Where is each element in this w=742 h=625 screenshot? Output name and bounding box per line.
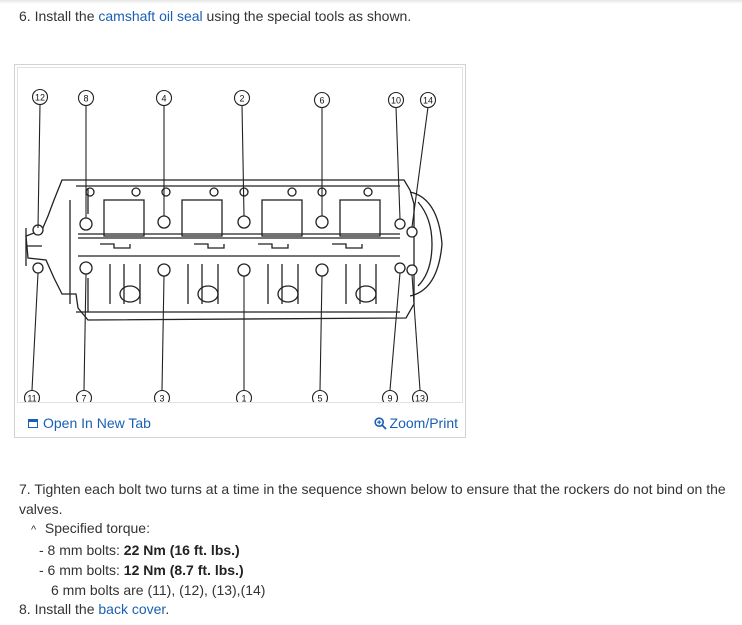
- callout-label: 8: [83, 94, 88, 104]
- callout-9: [381, 389, 399, 402]
- callout-label: 4: [161, 94, 166, 104]
- callout-5: [311, 389, 329, 402]
- callout-label: 1: [241, 394, 246, 403]
- torque-heading-row: ^ Specified torque:: [31, 518, 265, 540]
- torque-note: 6 mm bolts are (11), (12), (13),(14): [51, 582, 266, 598]
- external-window-icon: [28, 418, 38, 428]
- callout-14: [419, 91, 437, 109]
- torque-item-8mm: - 8 mm bolts: 22 Nm (16 ft. lbs.): [39, 542, 240, 558]
- callout-4: [155, 89, 173, 107]
- callout-13: [411, 389, 429, 402]
- torque-value: 12 Nm (8.7 ft. lbs.): [123, 562, 244, 578]
- callout-1: [235, 389, 253, 402]
- cylinder-head-drawing: [25, 179, 443, 321]
- callout-3: [153, 389, 171, 402]
- callout-10: [387, 91, 405, 109]
- callout-label: 14: [423, 96, 433, 106]
- callout-label: 10: [391, 96, 401, 106]
- callout-6: [313, 91, 331, 109]
- figure-image-frame: 12 8 4 2 6 10 14 11 7 3 1 5 9 13: [17, 67, 463, 403]
- camshaft-oil-seal-link[interactable]: camshaft oil seal: [98, 8, 203, 24]
- bolt-sequence-diagram[interactable]: 12 8 4 2 6 10 14 11 7 3 1 5 9 13: [18, 68, 462, 402]
- step-6-text: 6. Install the camshaft oil seal using t…: [19, 8, 412, 24]
- torque-item-6mm: - 6 mm bolts: 12 Nm (8.7 ft. lbs.): [39, 562, 244, 578]
- callout-label: 5: [317, 394, 322, 403]
- callout-label: 3: [159, 394, 164, 403]
- zoom-print-button[interactable]: Zoom/Print: [373, 415, 458, 431]
- callout-label: 7: [81, 394, 86, 403]
- callout-11: [23, 389, 41, 402]
- top-callouts: [31, 88, 437, 109]
- callout-label: 6: [319, 96, 324, 106]
- torque-heading: Specified torque:: [44, 520, 150, 536]
- callout-label: 12: [35, 93, 45, 103]
- caret-up-icon: ^: [31, 524, 37, 536]
- step-8-text: 8. Install the back cover.: [19, 601, 170, 617]
- callout-label: 11: [27, 394, 36, 403]
- step-7-text: 7. Tighten each bolt two turns at a time…: [19, 481, 726, 517]
- callout-12: [31, 88, 49, 106]
- magnifier-icon: [373, 416, 387, 430]
- bottom-callouts: [23, 389, 429, 402]
- open-in-new-tab-label: Open In New Tab: [43, 415, 151, 431]
- callout-label: 13: [415, 394, 425, 403]
- callout-8: [77, 89, 95, 107]
- callout-2: [233, 89, 251, 107]
- back-cover-link[interactable]: back cover: [98, 601, 166, 617]
- callout-7: [75, 389, 93, 402]
- callout-label: 9: [387, 394, 392, 403]
- torque-spec-list: ^ Specified torque: - 8 mm bolts: 22 Nm …: [31, 518, 265, 600]
- figure-panel: 12 8 4 2 6 10 14 11 7 3 1 5 9 13 Open In…: [14, 64, 466, 438]
- zoom-print-label: Zoom/Print: [389, 415, 458, 431]
- leader-lines: [31, 103, 429, 391]
- open-in-new-tab-button[interactable]: Open In New Tab: [28, 415, 151, 431]
- torque-value: 22 Nm (16 ft. lbs.): [123, 542, 240, 558]
- callout-label: 2: [239, 94, 244, 104]
- top-divider: [0, 0, 742, 4]
